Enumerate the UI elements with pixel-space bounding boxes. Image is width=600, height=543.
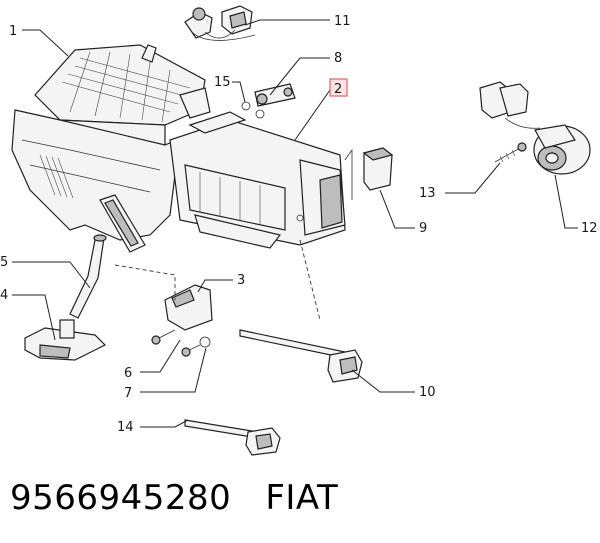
callout-11: 11 [334,14,351,29]
part-11-drawing [184,5,256,41]
callout-8: 8 [334,51,342,66]
part-5-drawing [69,234,107,319]
evaporator-case-drawing [169,111,353,249]
part-4-drawing [24,319,107,361]
callout-6: 6 [124,366,132,381]
callout-15: 15 [214,75,231,90]
callout-4: 4 [0,288,8,303]
callout-5: 5 [0,255,8,270]
part-caption: 9566945280 FIAT [10,478,338,526]
part-14-drawing [184,419,281,456]
part-10-drawing [239,329,363,383]
part-6-drawing [151,329,201,357]
callout-13: 13 [419,186,436,201]
callout-2-highlight-box [329,78,348,97]
part-12-drawing [479,81,591,175]
part-number: 9566945280 [10,478,232,518]
callout-3: 3 [237,273,245,288]
part-8-drawing [241,83,296,119]
callout-2: 2 [334,82,342,97]
callout-labels: 1 2 3 4 5 6 7 8 9 10 11 12 13 14 15 [0,14,598,435]
part-9-drawing [362,147,394,191]
callout-14: 14 [117,420,134,435]
callout-10: 10 [419,385,436,400]
callout-9: 9 [419,221,427,236]
callout-7: 7 [124,386,132,401]
callout-1: 1 [9,24,17,39]
brand-name: FIAT [265,478,339,518]
part-3-drawing [164,284,213,331]
part-13-drawing [494,142,527,163]
callout-12: 12 [581,221,598,236]
leader-lines [12,19,578,428]
part-7-drawing [199,336,211,348]
